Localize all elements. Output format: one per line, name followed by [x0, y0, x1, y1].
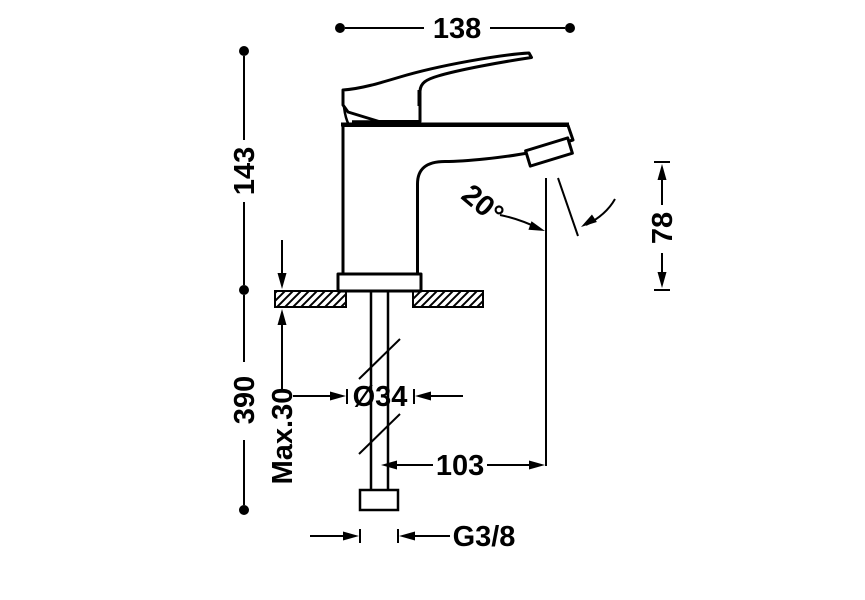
- body-shoulder-curve: [342, 106, 351, 126]
- dim-spout-reach-103: 103: [381, 450, 545, 482]
- faucet-figure: [274, 51, 575, 512]
- arrowhead-leader: [581, 214, 597, 227]
- arrowhead-left: [399, 531, 415, 541]
- g38-connection-fitting: [358, 488, 400, 512]
- dim-label-390: 390: [229, 376, 261, 424]
- dim-label-138: 138: [433, 13, 481, 45]
- faucet-lever-handle: [341, 51, 533, 123]
- dim-lower-height-390: 390: [229, 295, 261, 515]
- dim-thread-g38: G3/8: [310, 521, 515, 553]
- dim-endpoint-dot: [239, 46, 249, 56]
- arrowhead-arc: [528, 221, 545, 231]
- arrowhead-left: [381, 460, 397, 470]
- dim-label-max30: Max.30: [267, 388, 299, 485]
- tube-break-mark-upper: [358, 338, 401, 380]
- dim-counter-thickness-max30: Max.30: [267, 240, 299, 484]
- faucet-body: [341, 124, 575, 276]
- dim-label-143: 143: [229, 147, 261, 195]
- aerator-outlet: [524, 136, 574, 168]
- arrowhead-up: [277, 309, 287, 325]
- dim-top-width-138: 138: [335, 13, 575, 45]
- dim-endpoint-dot: [565, 23, 575, 33]
- dim-endpoint-dot: [239, 505, 249, 515]
- dim-upper-height-143: 143: [229, 46, 261, 295]
- arrowhead-right: [529, 460, 545, 470]
- dim-outlet-height-78: 78: [647, 161, 679, 291]
- dim-spout-angle-20: 20°: [455, 177, 616, 466]
- dim-endpoint-dot: [335, 23, 345, 33]
- angled-spout-axis-line: [557, 177, 579, 237]
- arrowhead-right: [330, 391, 346, 401]
- arrowhead-left: [415, 391, 431, 401]
- dim-label-d34: Ø34: [353, 381, 408, 413]
- arrowhead-right: [343, 531, 359, 541]
- tube-break-mark-lower: [358, 413, 401, 455]
- counter-section-right: [412, 290, 484, 308]
- counter-section-left: [274, 290, 347, 308]
- arrowhead-up: [657, 164, 667, 180]
- dim-label-20deg: 20°: [455, 178, 509, 231]
- dim-endpoint-dot: [239, 285, 249, 295]
- dim-label-103: 103: [436, 450, 484, 482]
- arrowhead-down: [657, 272, 667, 288]
- arrowhead-down: [277, 273, 287, 289]
- dim-label-g38: G3/8: [453, 521, 516, 553]
- dim-label-78: 78: [647, 212, 679, 244]
- dim-hole-diameter-34: Ø34: [293, 381, 463, 413]
- mounting-flange: [336, 272, 423, 293]
